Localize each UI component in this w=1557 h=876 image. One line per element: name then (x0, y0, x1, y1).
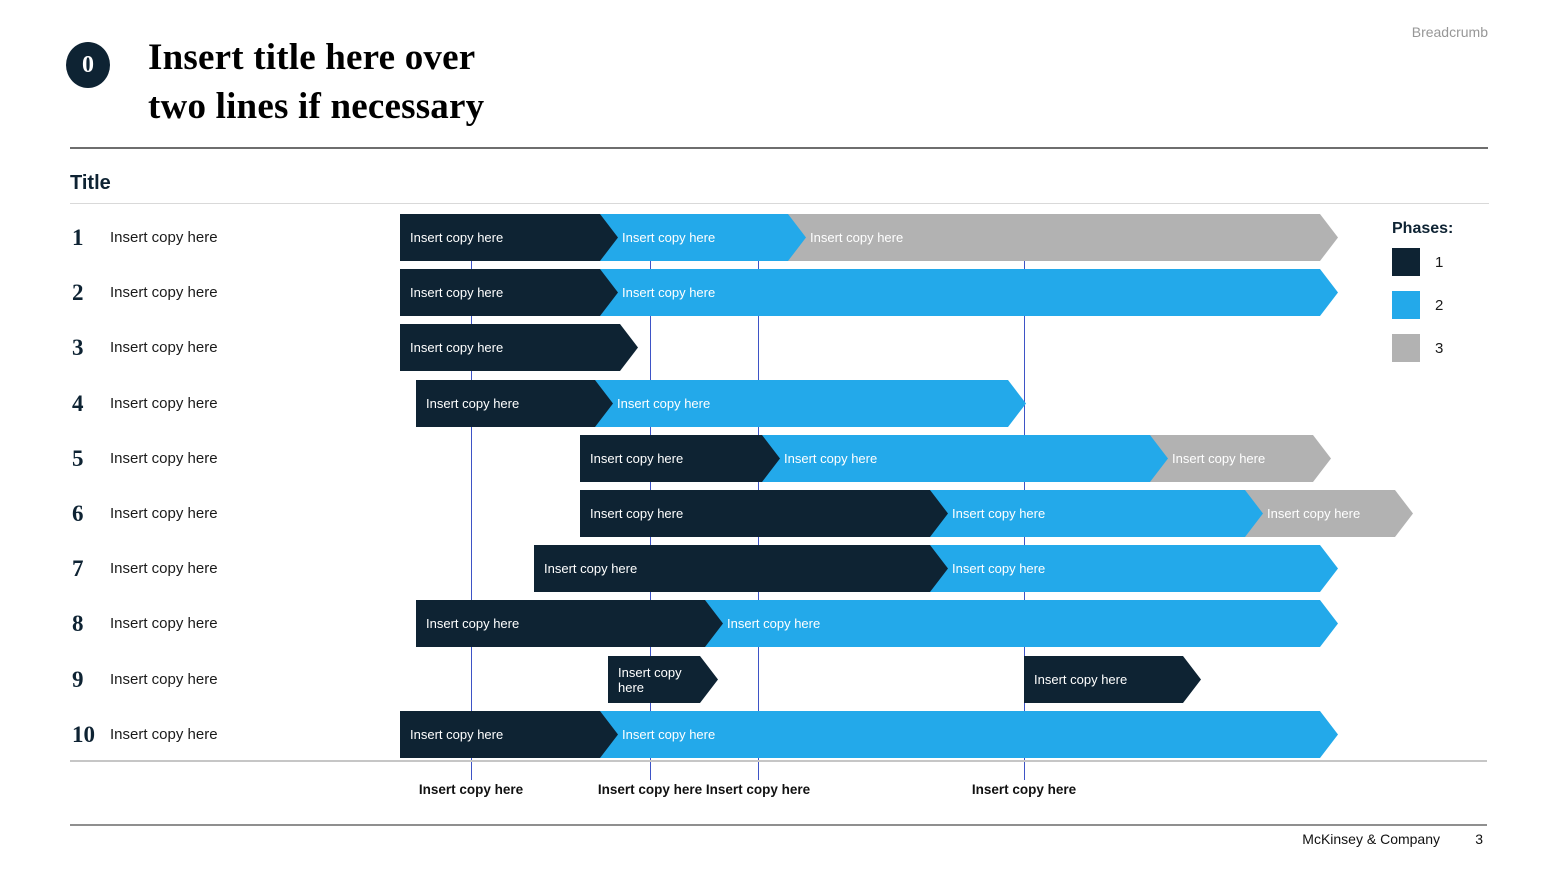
gantt-row-number: 10 (72, 721, 95, 747)
gantt-row-number: 5 (72, 445, 84, 471)
gantt-bar-phase1: Insert copy here (534, 545, 948, 592)
legend-item: 3 (1392, 334, 1542, 362)
breadcrumb: Breadcrumb (1411, 24, 1488, 40)
gantt-bar-text: Insert copy here (727, 616, 821, 631)
gantt-bar-text: Insert copy here (426, 396, 520, 411)
gantt-row-number: 4 (72, 390, 84, 416)
gantt-bar-text: Insert copy here (544, 561, 638, 576)
legend-swatch (1392, 291, 1420, 319)
slide-title-line-2: two lines if necessary (148, 86, 485, 127)
gantt-bar-phase2: Insert copy here (762, 435, 1168, 482)
gantt-bar-text: Insert copy here (618, 664, 682, 695)
gantt-row-label: Insert copy here (110, 284, 218, 301)
gantt-bar-phase3: Insert copy here (1245, 490, 1413, 537)
axis-tick-label: Insert copy here (705, 782, 811, 797)
gantt-bar-text: Insert copy here (622, 727, 716, 742)
gantt-bar-text: Insert copy here (410, 230, 504, 245)
gantt-bar-phase2: Insert copy here (600, 214, 806, 261)
gantt-bar-phase2: Insert copy here (600, 269, 1338, 316)
axis-tick-label: Insert copy here (971, 782, 1077, 797)
gantt-row-number: 6 (72, 500, 84, 526)
gantt-bar-text: Insert copy here (1034, 672, 1128, 687)
gantt-row-number: 9 (72, 666, 84, 692)
legend-swatch (1392, 334, 1420, 362)
gantt-bar-text: Insert copy here (952, 561, 1046, 576)
axis-tick-label: Insert copy here (597, 782, 703, 797)
gantt-row-label: Insert copy here (110, 615, 218, 632)
gantt-bar-text: Insert copy here (590, 506, 684, 521)
gantt-bar-phase2: Insert copy here (705, 600, 1338, 647)
gantt-row-label: Insert copy here (110, 450, 218, 467)
legend-item: 1 (1392, 248, 1542, 276)
gantt-bar-phase1: Insert copy here (580, 435, 780, 482)
gantt-row-label: Insert copy here (110, 560, 218, 577)
gantt-bar-phase1: Insert copy here (400, 711, 618, 758)
gantt-bar-phase1: Insert copy here (1024, 656, 1201, 703)
legend-title: Phases: (1392, 220, 1454, 237)
legend-swatch (1392, 248, 1420, 276)
legend-item-label: 3 (1435, 339, 1444, 357)
footer-company: McKinsey & Company (1302, 831, 1440, 847)
legend-items: 1 2 3 (1392, 248, 1542, 362)
gantt-bar-text: Insert copy here (410, 727, 504, 742)
gantt-bar-text: Insert copy here (410, 340, 504, 355)
chart-title-divider (70, 203, 1489, 204)
gantt-row-number: 1 (72, 224, 84, 250)
gantt-bar-phase1: Insert copy here (416, 600, 723, 647)
gantt-bar-phase1: Insert copy here (608, 656, 718, 703)
gantt-bar-phase2: Insert copy here (595, 380, 1026, 427)
gantt-bar-text: Insert copy here (617, 396, 711, 411)
gantt-bar-phase3: Insert copy here (788, 214, 1338, 261)
legend-item-label: 1 (1435, 253, 1444, 271)
slide-title: Insert title here over two lines if nece… (148, 33, 484, 131)
gantt-bar-text: Insert copy here (952, 506, 1046, 521)
gantt-bar-text: Insert copy here (410, 285, 504, 300)
gantt-bar-phase1: Insert copy here (400, 214, 618, 261)
gantt-bar-text: Insert copy here (622, 230, 716, 245)
footer-page-number: 3 (1475, 831, 1483, 847)
gantt-row-label: Insert copy here (110, 339, 218, 356)
gantt-row-label: Insert copy here (110, 395, 218, 412)
slide-number-badge-text: 0 (82, 51, 94, 78)
gantt-row-number: 8 (72, 610, 84, 636)
gridline (471, 214, 472, 780)
gantt-bar-text: Insert copy here (784, 451, 878, 466)
header-divider (70, 147, 1488, 149)
legend-item-label: 2 (1435, 296, 1444, 314)
gantt-bar-text: Insert copy here (1172, 451, 1266, 466)
gantt-bar-phase3: Insert copy here (1150, 435, 1331, 482)
legend: Phases: 1 2 3 (1392, 220, 1542, 377)
gantt-bar-text: Insert copy here (426, 616, 520, 631)
gantt-row-label: Insert copy here (110, 726, 218, 743)
chart-title: Title (70, 172, 111, 194)
axis-line (70, 760, 1487, 762)
gantt-bar-text: Insert copy here (810, 230, 904, 245)
footer-divider (70, 824, 1487, 826)
gantt-row-number: 7 (72, 555, 84, 581)
axis-tick-label: Insert copy here (418, 782, 524, 797)
gantt-bar-phase2: Insert copy here (930, 490, 1263, 537)
gantt-bar-text: Insert copy here (590, 451, 684, 466)
gantt-row-number: 3 (72, 334, 84, 360)
gantt-row-label: Insert copy here (110, 505, 218, 522)
gantt-row-label: Insert copy here (110, 229, 218, 246)
gantt-bar-phase1: Insert copy here (400, 324, 638, 371)
gantt-row-label: Insert copy here (110, 671, 218, 688)
slide-title-line-1: Insert title here over (148, 37, 476, 78)
slide-number-badge: 0 (66, 42, 110, 88)
legend-item: 2 (1392, 291, 1542, 319)
gantt-row-number: 2 (72, 279, 84, 305)
gantt-bar-phase2: Insert copy here (600, 711, 1338, 758)
gantt-bar-phase1: Insert copy here (400, 269, 618, 316)
gantt-bar-text: Insert copy here (622, 285, 716, 300)
gantt-bar-text: Insert copy here (1267, 506, 1361, 521)
gantt-bar-phase1: Insert copy here (416, 380, 613, 427)
gantt-bar-phase1: Insert copy here (580, 490, 948, 537)
gantt-bar-phase2: Insert copy here (930, 545, 1338, 592)
